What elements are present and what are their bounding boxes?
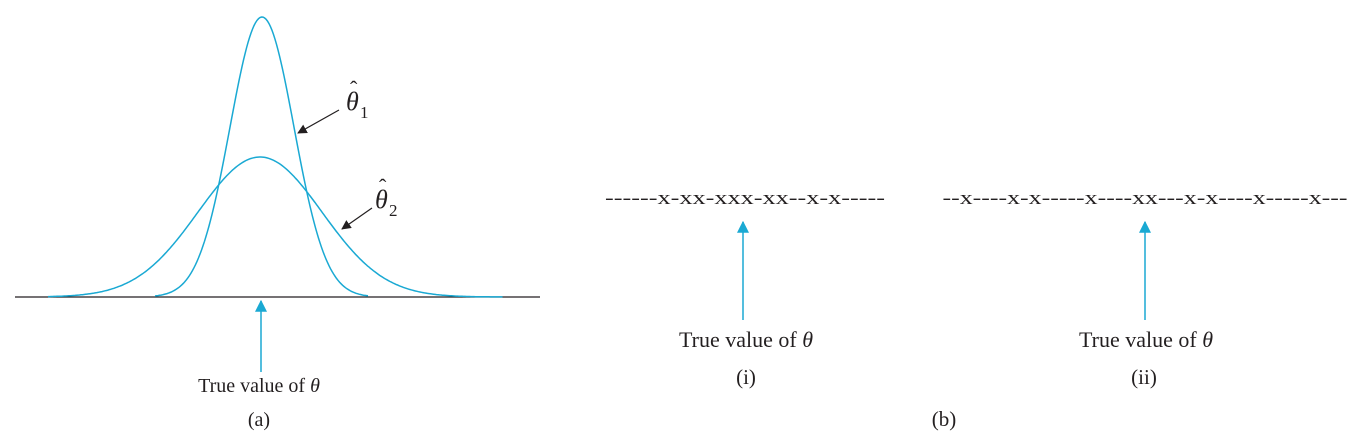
panel-b-ii: --x----x-x-----x----xx---x-x----x-----x-… [943,188,1348,389]
label-theta-hat-1: θ ˆ 1 [346,76,369,122]
true-value-label-ii: True value of θ [1079,327,1213,352]
panel-b-i: ------x-xx-xxx-xx--x-x----- True value o… [605,188,885,389]
panel-a: θ ˆ 1 θ ˆ 2 True value of θ (a) [15,16,540,431]
pointer-arrow-theta-hat-1 [297,109,340,134]
theta-symbol: θ [375,185,388,214]
curve-theta-hat-1 [154,16,369,297]
panel-b: ------x-xx-xxx-xx--x-x----- True value o… [605,188,1348,431]
subscript: 1 [360,103,369,122]
caption-b: (b) [932,407,957,431]
scatter-pattern-ii: --x----x-x-----x----xx---x-x----x-----x-… [943,188,1348,209]
scatter-pattern-i: ------x-xx-xxx-xx--x-x----- [605,188,885,209]
label-theta-hat-2: θ ˆ 2 [375,174,398,220]
hat-accent: ˆ [379,174,387,199]
hat-accent: ˆ [350,76,358,101]
caption-i: (i) [736,365,756,389]
theta-symbol: θ [346,87,359,116]
true-value-label-i: True value of θ [679,327,813,352]
true-value-label-a: True value of θ [198,375,320,397]
caption-a: (a) [248,409,270,431]
curve-theta-hat-2 [48,156,503,298]
caption-ii: (ii) [1131,365,1157,389]
subscript: 2 [389,201,398,220]
pointer-arrow-theta-hat-2 [341,207,373,230]
